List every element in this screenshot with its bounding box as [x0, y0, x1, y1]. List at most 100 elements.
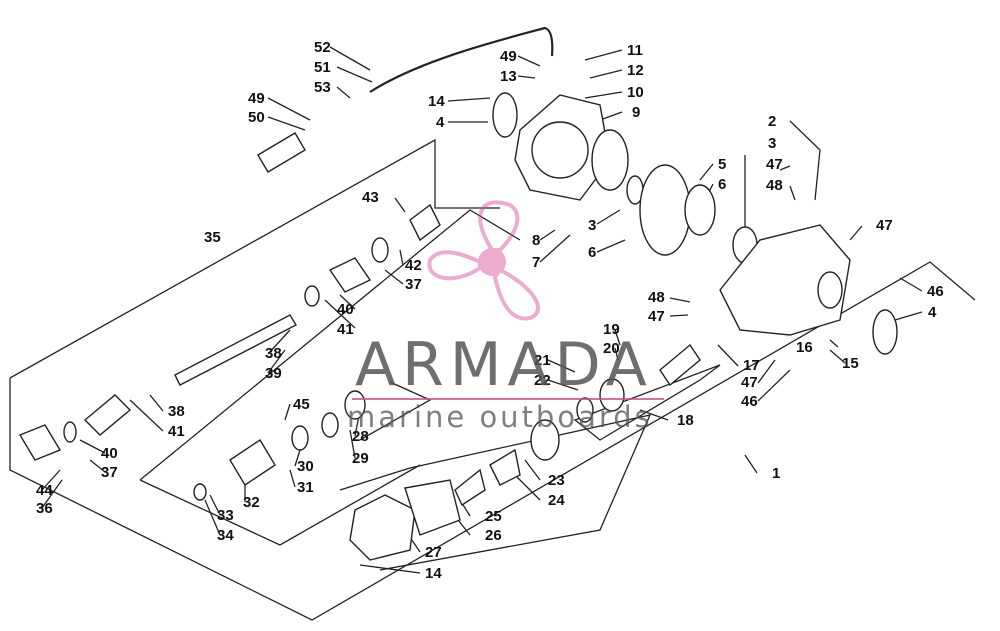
cover-part-27 [349, 494, 416, 561]
callout-label: 43 [362, 189, 379, 206]
callout-label: 30 [297, 458, 314, 475]
callout-label: 25 [485, 508, 502, 525]
callout-label: 33 [217, 507, 234, 524]
callout-label: 3 [768, 135, 776, 152]
callout-label: 34 [217, 527, 234, 544]
callout-label: 13 [500, 68, 517, 85]
callout-label: 27 [425, 544, 442, 561]
callout-label: 35 [204, 229, 221, 246]
watermark-brand: ARMADA [355, 330, 653, 400]
assembly-boundary-upper [9, 138, 500, 379]
washer-part-30 [291, 425, 309, 451]
callout-label: 24 [548, 492, 565, 509]
callout-label: 18 [677, 412, 694, 429]
callout-label: 9 [632, 104, 640, 121]
gasket-part-25 [404, 479, 461, 536]
bearing-part-41 [304, 285, 320, 307]
ring-part-37b [63, 421, 77, 443]
callout-label: 47 [876, 217, 893, 234]
callout-label: 15 [842, 355, 859, 372]
gear-hub-part [684, 184, 716, 236]
callout-label: 48 [648, 289, 665, 306]
assembly-boundary-lower [9, 261, 976, 621]
callout-label: 45 [293, 396, 310, 413]
callout-labels: 52 51 53 49 50 49 13 11 12 10 9 14 4 2 3… [36, 39, 944, 582]
callout-label: 28 [352, 428, 369, 445]
callout-label: 2 [768, 113, 776, 130]
inner-box-left [139, 464, 421, 546]
leader-lines-top-left [267, 46, 373, 131]
parts [18, 92, 898, 561]
callout-label: 46 [927, 283, 944, 300]
callout-label: 49 [500, 48, 517, 65]
callout-label: 10 [627, 84, 644, 101]
callout-label: 7 [532, 254, 540, 271]
callout-label: 19 [603, 321, 620, 338]
callout-label: 37 [405, 276, 422, 293]
callout-label: 4 [436, 114, 445, 131]
seal-part-4 [492, 92, 518, 138]
callout-label: 3 [588, 217, 596, 234]
callout-label: 12 [627, 62, 644, 79]
callout-label: 14 [428, 93, 445, 110]
main-housing-part [719, 224, 851, 336]
leader-lines-gear [547, 297, 846, 402]
callout-label: 51 [314, 59, 331, 76]
callout-label: 40 [101, 445, 118, 462]
callout-label: 52 [314, 39, 331, 56]
callout-label: 5 [718, 156, 726, 173]
callout-label: 42 [405, 257, 422, 274]
callout-label: 44 [36, 482, 53, 499]
inner-box-top [139, 209, 521, 481]
clip-part-29 [321, 412, 339, 438]
callout-label: 1 [772, 465, 780, 482]
leader-lines-bottom [204, 454, 758, 574]
callout-label: 29 [352, 450, 369, 467]
callout-label: 41 [337, 321, 354, 338]
callout-label: 46 [741, 393, 758, 410]
callout-label: 53 [314, 79, 331, 96]
callout-label: 21 [534, 352, 551, 369]
o-ring-part-9 [591, 129, 629, 191]
leader-lines-top-right [699, 120, 821, 230]
callout-label: 50 [248, 109, 265, 126]
leader-lines-right [539, 209, 923, 321]
callout-label: 6 [718, 176, 726, 193]
breather-cable [369, 26, 554, 93]
leader-lines-shaft-upper [324, 197, 406, 329]
bearing-part-23 [530, 419, 560, 461]
callout-label: 38 [265, 345, 282, 362]
shaft-part-26 [454, 468, 486, 507]
sleeve-part-24 [489, 448, 521, 486]
callout-label: 4 [928, 304, 937, 321]
callout-label: 20 [603, 340, 620, 357]
pinion-part-17 [659, 343, 701, 387]
diagram-lines [9, 26, 976, 621]
seal-part-4b [872, 309, 898, 355]
leader-lines-middle [129, 329, 669, 459]
callout-label: 47 [648, 308, 665, 325]
callout-label: 36 [36, 500, 53, 517]
leader-lines-top-center [447, 49, 623, 123]
callout-label: 37 [101, 464, 118, 481]
callout-label: 31 [297, 479, 314, 496]
callout-label: 40 [337, 301, 354, 318]
inner-box-mid [359, 381, 432, 441]
flange-part-42 [409, 203, 441, 242]
callout-label: 38 [168, 403, 185, 420]
callout-label: 16 [796, 339, 813, 356]
callout-label: 23 [548, 472, 565, 489]
shaft-part-39 [174, 314, 297, 386]
watermark-divider [352, 398, 664, 400]
callout-label: 8 [532, 232, 540, 249]
callout-label: 6 [588, 244, 596, 261]
callout-label: 32 [243, 494, 260, 511]
ring-part-37 [371, 237, 389, 263]
callout-label: 14 [425, 565, 442, 582]
callout-label: 22 [534, 372, 551, 389]
watermark-logo-icon [427, 200, 540, 321]
nut-part-34 [193, 483, 207, 501]
inner-box-lower [339, 414, 652, 571]
leader-lines-lower [41, 439, 541, 509]
